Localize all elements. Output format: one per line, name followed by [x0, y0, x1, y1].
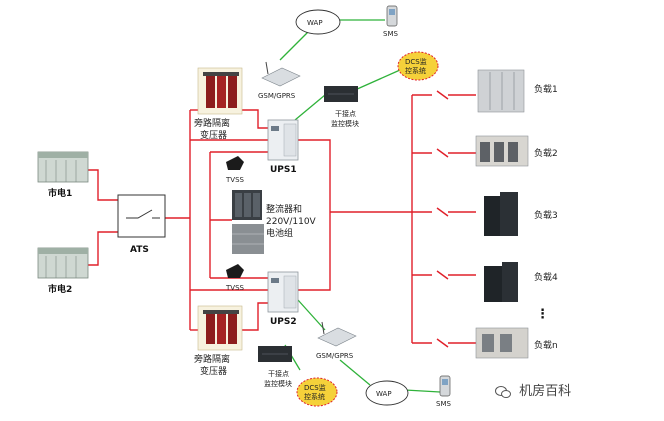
load-ellipsis: ⋮ [536, 307, 549, 322]
dcs-2-label-line1: DCS监 [304, 383, 326, 392]
dcs-1-badge [397, 51, 439, 81]
dry-contact-1-label-line1: 干接点 [335, 109, 356, 118]
load-4-icon [484, 262, 518, 302]
tvss-1-label: TVSS [225, 176, 245, 184]
gsm-gprs-2-label: GSM/GPRS [316, 352, 354, 360]
load-1-label: 负载1 [534, 83, 558, 95]
sms-1-label: SMS [383, 30, 398, 38]
load-4-label: 负载4 [534, 271, 558, 283]
bypass-transformer-2-label-line1: 旁路隔离 [194, 353, 230, 365]
dry-contact-module-2-icon [258, 346, 292, 362]
tvss-2-label: TVSS [225, 284, 245, 292]
dcs-2-badge [296, 377, 338, 407]
ups1-cabinet [267, 119, 299, 161]
dry-contact-2-label-line2: 监控模块 [264, 379, 292, 388]
city-power-1-building [37, 151, 89, 183]
gsm-router-2-icon [317, 321, 357, 347]
load-2-label: 负载2 [534, 147, 558, 159]
ups2-cabinet [267, 271, 299, 313]
dcs-1-label-line1: DCS监 [405, 57, 427, 66]
ats-label: ATS [130, 245, 149, 255]
city-power-2-label: 市电2 [48, 283, 72, 295]
dcs-2-label-line2: 控系统 [304, 392, 325, 401]
gsm-gprs-1-label: GSM/GPRS [258, 92, 296, 100]
wap-1-label: WAP [307, 19, 323, 27]
wechat-icon [495, 385, 511, 398]
watermark-text: 机房百科 [519, 384, 572, 399]
wap-2-label: WAP [376, 390, 392, 398]
load-3-icon [484, 192, 518, 236]
watermark: 机房百科 [495, 380, 605, 400]
gsm-router-1-icon [261, 61, 301, 87]
wap-1-cloud-icon [295, 9, 341, 35]
dry-contact-2-label-line1: 干接点 [268, 369, 289, 378]
city-power-1-label: 市电1 [48, 187, 72, 199]
sms-1-phone-icon [386, 5, 398, 27]
rectifier-label-line1: 整流器和 [266, 203, 302, 215]
load-1-icon [477, 69, 525, 113]
ups2-label: UPS2 [270, 317, 297, 327]
city-power-2-building [37, 247, 89, 279]
rectifier-cabinet-icon [232, 190, 262, 220]
sms-2-label: SMS [436, 400, 451, 408]
load-n-label: 负载n [534, 339, 558, 351]
ups1-label: UPS1 [270, 165, 297, 175]
load-3-label: 负载3 [534, 209, 558, 221]
wap-2-cloud-icon [365, 380, 409, 406]
load-n-icon [475, 327, 529, 359]
dry-contact-module-1-icon [324, 86, 358, 102]
ats-box [117, 194, 166, 238]
battery-pack-icon [232, 224, 264, 254]
bypass-transformer-1-label-line2: 变压器 [200, 129, 227, 141]
bypass-transformer-2-label-line2: 变压器 [200, 365, 227, 377]
dcs-1-label-line2: 控系统 [405, 66, 426, 75]
bypass-transformer-2-icon [197, 305, 243, 351]
signal-lines [279, 19, 441, 393]
tvss-1-icon [226, 156, 244, 170]
tvss-2-icon [226, 264, 244, 278]
bypass-transformer-1-icon [197, 67, 243, 115]
dry-contact-1-label-line2: 监控模块 [331, 119, 359, 128]
bypass-transformer-1-label-line1: 旁路隔离 [194, 117, 230, 129]
rectifier-label-line3: 电池组 [266, 227, 293, 239]
load-2-icon [475, 135, 529, 167]
rectifier-label-line2: 220V/110V [266, 217, 317, 227]
sms-2-phone-icon [439, 375, 451, 397]
